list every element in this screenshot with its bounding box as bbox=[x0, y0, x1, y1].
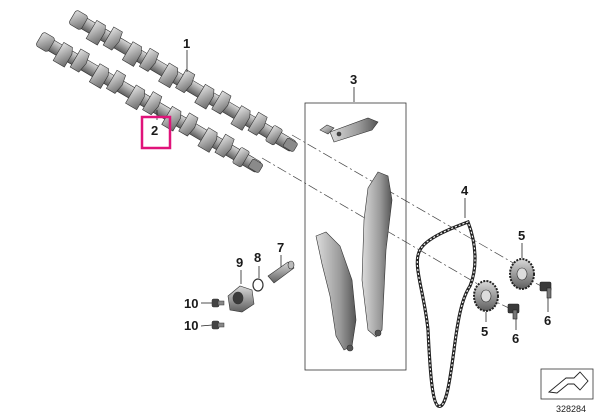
callout-6-upper: 6 bbox=[544, 313, 551, 328]
callout-2: 2 bbox=[151, 123, 158, 138]
callout-9: 9 bbox=[236, 255, 243, 270]
callout-4: 4 bbox=[461, 183, 469, 198]
callout-7: 7 bbox=[277, 240, 284, 255]
tensioner-housing bbox=[227, 285, 255, 313]
callout-5-lower: 5 bbox=[481, 324, 488, 339]
callout-8: 8 bbox=[254, 250, 261, 265]
guide-rail-bracket bbox=[319, 117, 379, 143]
centre-lines bbox=[261, 134, 546, 311]
camshaft-exhaust bbox=[69, 10, 298, 152]
sprocket-lower bbox=[473, 280, 499, 312]
reference-icon bbox=[540, 368, 594, 400]
callout-1: 1 bbox=[183, 36, 190, 51]
callout-10-upper: 10 bbox=[184, 296, 198, 311]
screw-lower bbox=[211, 320, 225, 330]
bolt-upper bbox=[539, 281, 552, 299]
camshaft-intake bbox=[36, 32, 263, 173]
callout-3: 3 bbox=[350, 72, 357, 87]
guide-rail-tensioner bbox=[315, 231, 357, 352]
sprocket-upper bbox=[509, 258, 535, 290]
bolt-lower bbox=[507, 303, 520, 320]
leader-lines bbox=[156, 50, 549, 330]
guide-rail-long bbox=[361, 171, 393, 338]
tensioner-plunger bbox=[267, 260, 295, 284]
timing-chain bbox=[415, 219, 477, 408]
highlight-box bbox=[140, 115, 172, 150]
screw-upper bbox=[211, 298, 225, 308]
reference-number: 328284 bbox=[556, 404, 586, 414]
callout-10-lower: 10 bbox=[184, 318, 198, 333]
seal-ring bbox=[252, 278, 264, 292]
guide-rail-set-frame bbox=[304, 102, 407, 371]
callout-5-upper: 5 bbox=[518, 228, 525, 243]
callout-6-lower: 6 bbox=[512, 331, 519, 346]
